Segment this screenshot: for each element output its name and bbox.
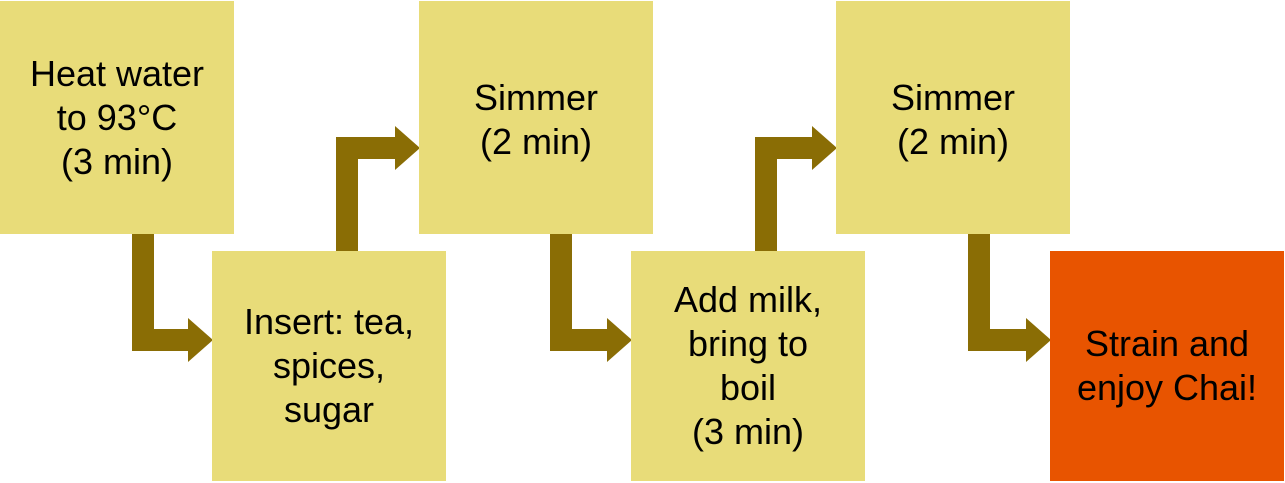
step-insert-ingredients-label: Insert: tea, spices, sugar	[243, 301, 415, 430]
step-simmer-second: Simmer (2 min)	[836, 1, 1070, 234]
arrow-step5-to-step6	[968, 234, 1051, 362]
arrow-step2-to-step3-shaft	[336, 137, 395, 251]
arrow-step4-to-step5-shaft	[755, 137, 812, 251]
step-strain-and-enjoy-label: Strain and enjoy Chai!	[1076, 323, 1258, 408]
step-simmer-first-label: Simmer (2 min)	[474, 77, 598, 162]
step-strain-and-enjoy: Strain and enjoy Chai!	[1050, 251, 1284, 481]
arrow-step4-to-step5	[755, 126, 837, 251]
arrow-step4-to-step5-head	[812, 126, 837, 170]
arrow-step1-to-step2-shaft	[132, 234, 188, 351]
arrow-step3-to-step4-head	[607, 318, 632, 362]
arrow-step5-to-step6-head	[1026, 318, 1051, 362]
arrow-step1-to-step2	[132, 234, 213, 362]
step-add-milk: Add milk, bring to boil (3 min)	[631, 251, 865, 481]
step-insert-ingredients: Insert: tea, spices, sugar	[212, 251, 446, 481]
step-heat-water: Heat water to 93°C (3 min)	[0, 1, 234, 234]
step-heat-water-label: Heat water to 93°C (3 min)	[29, 52, 205, 182]
step-simmer-second-label: Simmer (2 min)	[891, 77, 1015, 162]
arrow-step5-to-step6-shaft	[968, 234, 1026, 351]
step-add-milk-label: Add milk, bring to boil (3 min)	[673, 279, 823, 452]
arrow-step2-to-step3	[336, 126, 420, 251]
arrow-step2-to-step3-head	[395, 126, 420, 170]
arrow-step1-to-step2-head	[188, 318, 213, 362]
step-simmer-first: Simmer (2 min)	[419, 1, 653, 234]
arrow-step3-to-step4-shaft	[550, 234, 607, 351]
arrow-step3-to-step4	[550, 234, 632, 362]
